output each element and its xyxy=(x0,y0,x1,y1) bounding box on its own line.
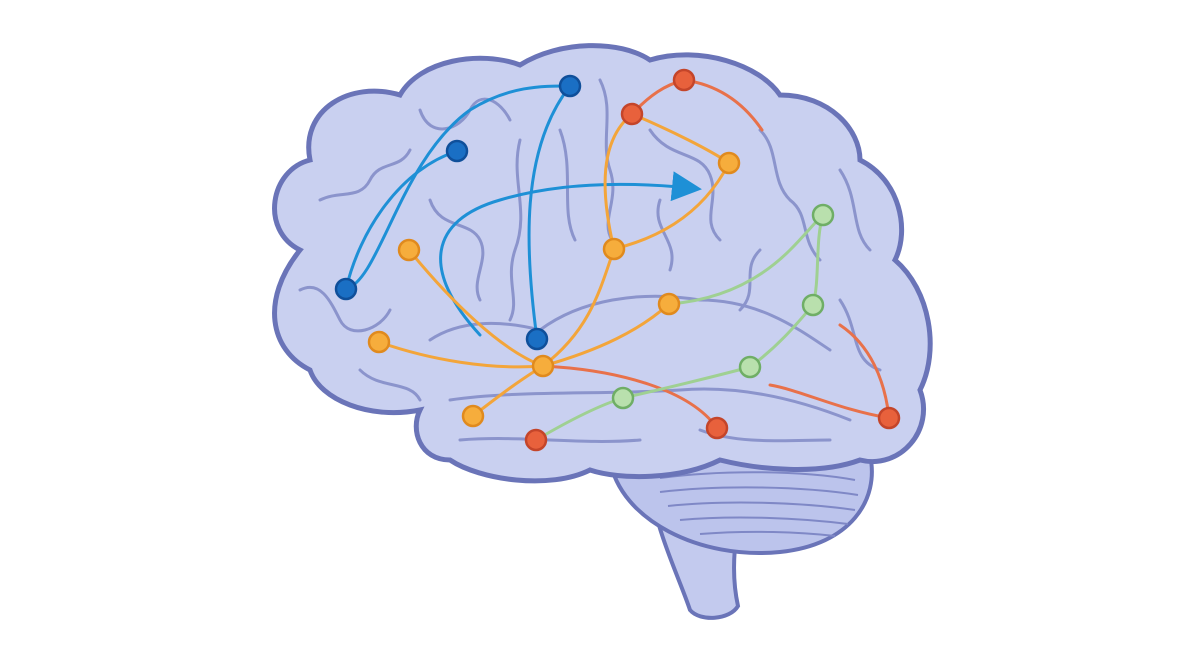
blue-node xyxy=(334,277,358,301)
green-node xyxy=(738,355,762,379)
orange-pathway xyxy=(612,161,731,251)
blue-node xyxy=(445,139,469,163)
blue-pathway xyxy=(344,84,572,291)
orange-node xyxy=(717,151,741,175)
orange-node xyxy=(602,237,626,261)
orange-pathway xyxy=(541,302,671,368)
network-nodes xyxy=(334,68,901,452)
orange-node xyxy=(397,238,421,262)
red-pathway xyxy=(768,383,891,420)
orange-pathway xyxy=(603,112,634,251)
green-pathway xyxy=(667,213,825,306)
cerebrum xyxy=(272,43,933,484)
orange-node xyxy=(531,354,555,378)
red-node xyxy=(672,68,696,92)
green-node xyxy=(801,293,825,317)
blue-pathway xyxy=(527,84,572,341)
orange-node xyxy=(657,292,681,316)
orange-node xyxy=(461,404,485,428)
orange-pathway xyxy=(377,340,545,369)
blue-pathway xyxy=(344,149,459,291)
orange-pathway xyxy=(407,248,545,368)
red-node xyxy=(524,428,548,452)
blue-node xyxy=(558,74,582,98)
blue-node xyxy=(525,327,549,351)
red-node xyxy=(705,416,729,440)
red-node xyxy=(877,406,901,430)
red-pathway xyxy=(541,364,719,430)
red-pathway xyxy=(838,323,891,420)
green-node xyxy=(611,386,635,410)
blue-pathway-arrow xyxy=(439,171,702,337)
cerebellum-folds xyxy=(659,471,859,537)
green-node xyxy=(811,203,835,227)
orange-node xyxy=(367,330,391,354)
red-node xyxy=(620,102,644,126)
orange-pathway xyxy=(541,247,616,368)
